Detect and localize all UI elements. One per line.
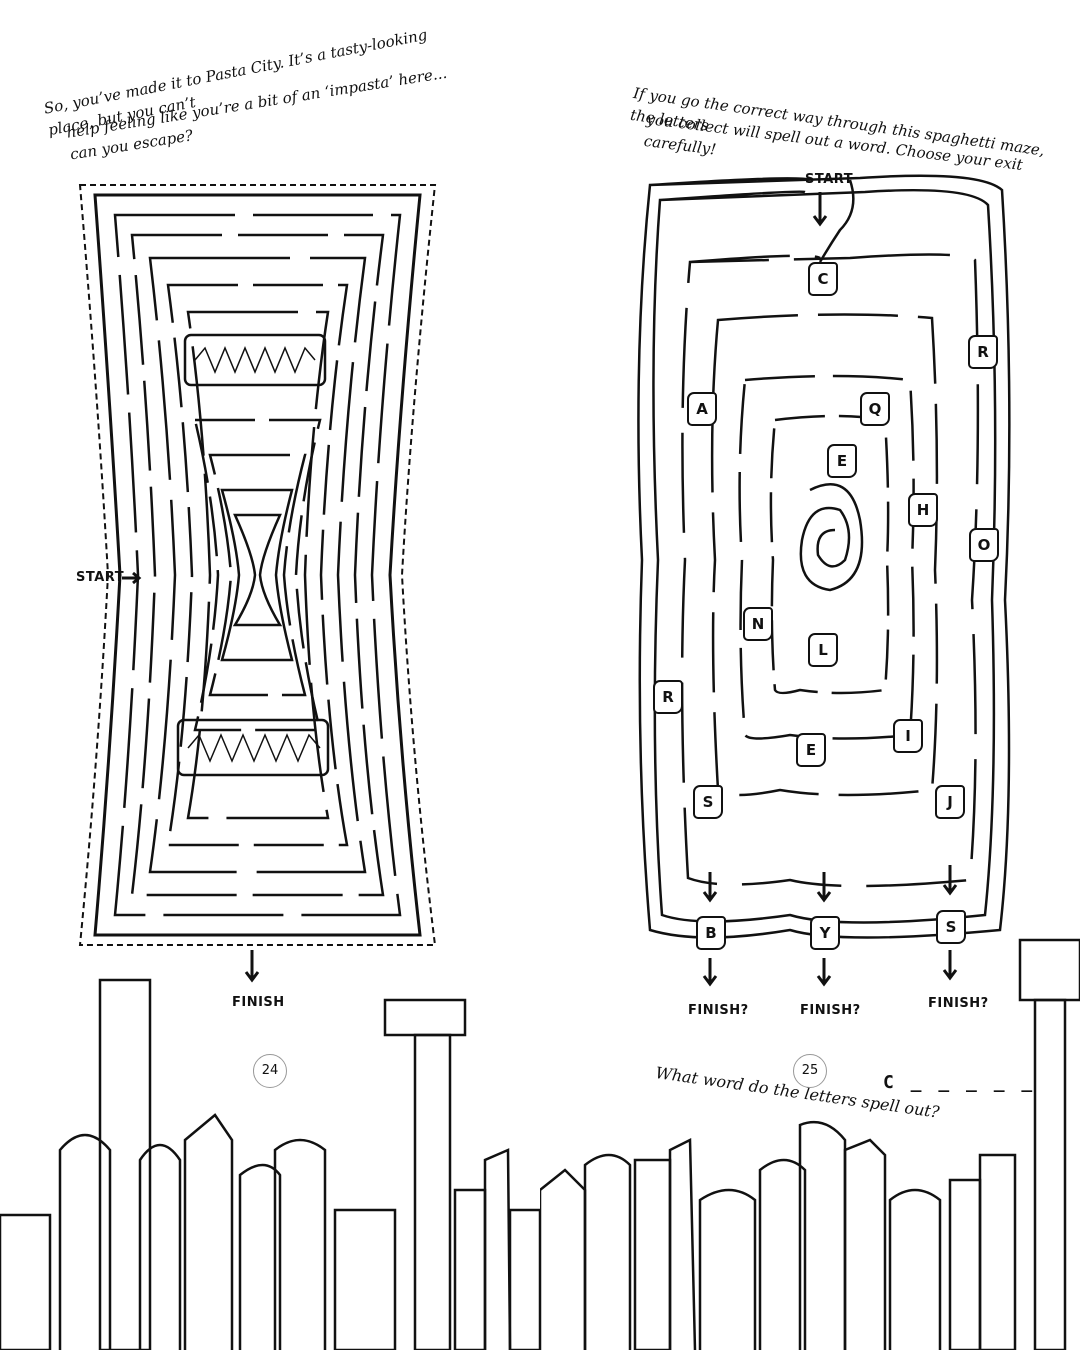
left-page: So, you’ve made it to Pasta City. It’s a… — [0, 0, 540, 1350]
right-start-label: START — [805, 172, 854, 187]
exit-arrows — [702, 865, 958, 987]
letter-tile: E — [827, 444, 857, 478]
letter-tile: R — [653, 680, 683, 714]
letter-tile: E — [796, 733, 826, 767]
letter-tile: R — [968, 335, 998, 369]
letter-tile: L — [808, 633, 838, 667]
start-arrow — [122, 571, 142, 585]
answer-blanks[interactable]: C _ _ _ _ _ — [883, 1072, 1036, 1093]
maze-rings — [113, 213, 402, 917]
letter-tile: H — [908, 493, 938, 527]
right-pasta-city-skyline — [540, 938, 1080, 1350]
farfalle-band-bottom — [176, 718, 330, 777]
exit-letter-tile[interactable]: S — [936, 910, 966, 944]
spaghetti-maze[interactable] — [540, 0, 1080, 1350]
maze-outer-border-ruffle — [78, 184, 437, 946]
finish-label-1: FINISH? — [688, 1003, 749, 1018]
finish-arrow — [244, 950, 260, 983]
letter-tile: Q — [860, 392, 890, 426]
finish-label-2: FINISH? — [800, 1003, 861, 1018]
letter-tile: I — [893, 719, 923, 753]
center-bowtie — [232, 513, 283, 627]
right-page: If you go the correct way through this s… — [540, 0, 1080, 1350]
bowtie-maze[interactable] — [0, 0, 540, 1350]
letter-tile: A — [687, 392, 717, 426]
maze-outer-border — [93, 193, 422, 937]
page-number-24: 24 — [253, 1054, 287, 1088]
pasta-city-skyline — [0, 978, 540, 1350]
letter-tile: S — [693, 785, 723, 819]
left-start-label: START — [76, 570, 125, 585]
letter-tile: O — [969, 528, 999, 562]
spaghetti-tangle — [799, 483, 864, 592]
exit-letter-tile[interactable]: Y — [810, 916, 840, 950]
page-number-25: 25 — [793, 1054, 827, 1088]
letter-tile: N — [743, 607, 773, 641]
spaghetti-strands — [637, 174, 1011, 939]
farfalle-band-top — [183, 333, 327, 387]
exit-letter-tile[interactable]: B — [696, 916, 726, 950]
letter-tile: J — [935, 785, 965, 819]
finish-label-3: FINISH? — [928, 996, 989, 1011]
right-start-arrow — [812, 192, 828, 227]
letter-tile: C — [808, 262, 838, 296]
left-finish-label: FINISH — [232, 995, 285, 1010]
